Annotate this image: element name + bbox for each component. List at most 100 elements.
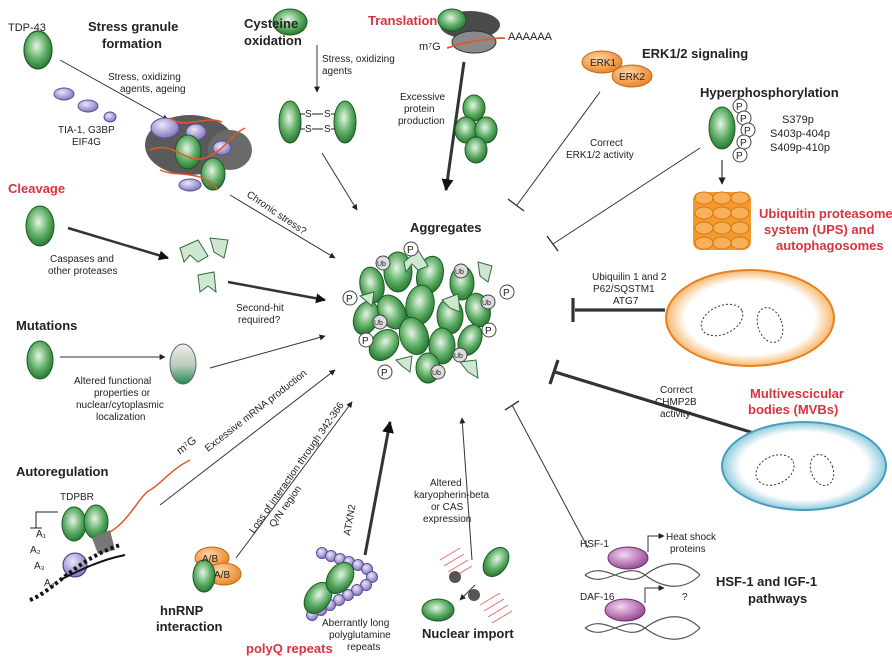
- ups-title-3: autophagosomes: [776, 238, 884, 253]
- cleavage-module: Cleavage Caspases and other proteases Se…: [8, 181, 284, 326]
- altered-functional-2: properties or: [94, 388, 151, 399]
- mutations-title: Mutations: [16, 318, 77, 333]
- nuclear-protein-2: [421, 598, 455, 622]
- ab-label-1: A/B: [202, 554, 218, 565]
- second-hit-1: Second-hit: [236, 303, 284, 314]
- m7g-rotated: m⁷G: [174, 435, 198, 458]
- arrow-cleaved-to-aggregates: [227, 280, 326, 304]
- agg-ub-3: Ub: [482, 300, 491, 307]
- hsf1-protein: [607, 546, 649, 570]
- agg-ub-2: Ub: [455, 269, 464, 276]
- cleavage-protein: [25, 205, 55, 247]
- mvb-title-1: Multivescicular: [750, 386, 844, 401]
- agg-ub-1: Ub: [377, 261, 386, 268]
- hsf1-label: HSF-1: [580, 539, 609, 550]
- autoreg-protein-1: [61, 506, 87, 542]
- cleaved-fragment-3: [197, 271, 217, 294]
- agg-p-5: P: [485, 326, 492, 337]
- agg-ub-5: Ub: [454, 353, 463, 360]
- excess-protein-3: production: [398, 116, 445, 127]
- ups-title-2: system (UPS) and: [764, 222, 875, 237]
- agg-p-1: P: [407, 245, 414, 256]
- m7g-cap: m⁷G: [419, 41, 441, 53]
- polyq-module: ATXN2 Aberrantly long polyglutamine repe…: [246, 503, 391, 656]
- inhibit-erk-bar: [507, 198, 525, 212]
- hyperphos-protein: [708, 106, 736, 150]
- arrow-cleavage: [67, 226, 169, 261]
- translation-module: Translation m⁷G AAAAAA Excessive protein…: [368, 8, 553, 164]
- ups-module: Ubiquitin proteasome system (UPS) and au…: [592, 206, 892, 367]
- sulfur-4: S: [324, 124, 331, 135]
- loss-interaction-1: Loss of interaction through 342-366: [247, 400, 347, 536]
- phospho-site-2: S403p-404p: [770, 128, 830, 140]
- correct-chmp-1: Correct: [660, 385, 693, 396]
- cleaved-fragment-1: [179, 239, 209, 264]
- cysteine-title-1: Cysteine: [244, 16, 298, 31]
- mutant-protein: [169, 343, 197, 385]
- mutations-module: Mutations Altered functional properties …: [16, 318, 197, 423]
- heat-shock-1: Heat shock: [666, 532, 717, 543]
- unknown-target: ?: [682, 592, 688, 603]
- mvb-title-2: bodies (MVBs): [748, 402, 838, 417]
- ubiquilin-3: ATG7: [613, 296, 639, 307]
- excess-mrna-label: Excessive mRNA production: [203, 368, 309, 454]
- aggregate-cluster: [352, 249, 493, 384]
- cysteine-protein: [272, 8, 308, 36]
- daf16-protein: [604, 598, 646, 622]
- phospho-p-1: P: [736, 102, 743, 113]
- arrow-stress-granule: [59, 59, 169, 121]
- hyperphos-module: Hyperphosphorylation P P P P P S379p S40…: [693, 85, 839, 250]
- cysteine-protein-left: [278, 100, 302, 144]
- tia-label-1: TIA-1, G3BP: [58, 125, 115, 136]
- stress-cause-1: Stress, oxidizing: [108, 72, 181, 83]
- arrow-mutation-to-aggregates: [209, 334, 326, 369]
- agg-p-2: P: [346, 294, 353, 305]
- hyperphos-title: Hyperphosphorylation: [700, 85, 839, 100]
- phospho-site-3: S409p-410p: [770, 142, 830, 154]
- heat-shock-2: proteins: [670, 544, 706, 555]
- arrow-nuclear-transport: [459, 584, 476, 601]
- karyopherin-2: karyopherin-beta: [414, 490, 489, 501]
- autoregulation-title: Autoregulation: [16, 464, 108, 479]
- a3: A₃: [34, 561, 45, 572]
- arrow-granule-to-aggregates: [229, 194, 336, 259]
- phospho-p-2: P: [740, 114, 747, 125]
- inhibit-erk: [516, 91, 601, 206]
- ups-title-1: Ubiquitin proteasome: [759, 206, 892, 221]
- sulfur-2: S: [324, 109, 331, 120]
- a4: A₄: [44, 578, 55, 589]
- arrow-cysteine-to-aggregates: [321, 152, 358, 211]
- proteasome-stack: [693, 191, 751, 250]
- phospho-p-5: P: [736, 151, 743, 162]
- cysteine-module: Cysteine oxidation Stress, oxidizing age…: [244, 8, 395, 144]
- cysteine-title-2: oxidation: [244, 33, 302, 48]
- polyq-beads: [306, 547, 378, 621]
- stress-granule-module: TDP-43 Stress granule formation Stress, …: [8, 19, 308, 238]
- cysteine-protein-right: [333, 100, 357, 144]
- aggregates-title: Aggregates: [410, 220, 482, 235]
- correct-chmp-3: activity: [660, 409, 691, 420]
- polyq-title: polyQ repeats: [246, 641, 333, 656]
- a2: A₂: [30, 545, 41, 556]
- tia-protein-2: [77, 99, 99, 113]
- translation-title: Translation: [368, 13, 437, 28]
- erk-module: ERK1 ERK2 ERK1/2 signaling Correct ERK1/…: [566, 46, 748, 161]
- erk1-label: ERK1: [590, 58, 617, 69]
- erk-title: ERK1/2 signaling: [642, 46, 748, 61]
- chronic-stress-label: Chronic stress?: [244, 189, 308, 237]
- phospho-p-4: P: [740, 138, 747, 149]
- ubiquilin-1: Ubiquilin 1 and 2: [592, 272, 667, 283]
- hnrnp-title-2: interaction: [156, 619, 223, 634]
- karyopherin-4: expression: [423, 514, 471, 525]
- nuclear-import-module: Altered karyopherin-beta or CAS expressi…: [414, 478, 514, 641]
- sulfur-3: S: [305, 124, 312, 135]
- tia-protein-3: [103, 111, 117, 123]
- nuclear-import-title: Nuclear import: [422, 626, 514, 641]
- a1: A₁: [36, 529, 47, 540]
- inhibit-hyperphos: [552, 147, 701, 245]
- arrow-hnrnp: [235, 401, 353, 559]
- hnrnp-title-1: hnRNP: [160, 603, 204, 618]
- translation-protein: [437, 8, 467, 32]
- mvb-module: Multivescicular bodies (MVBs) Correct CH…: [655, 385, 887, 511]
